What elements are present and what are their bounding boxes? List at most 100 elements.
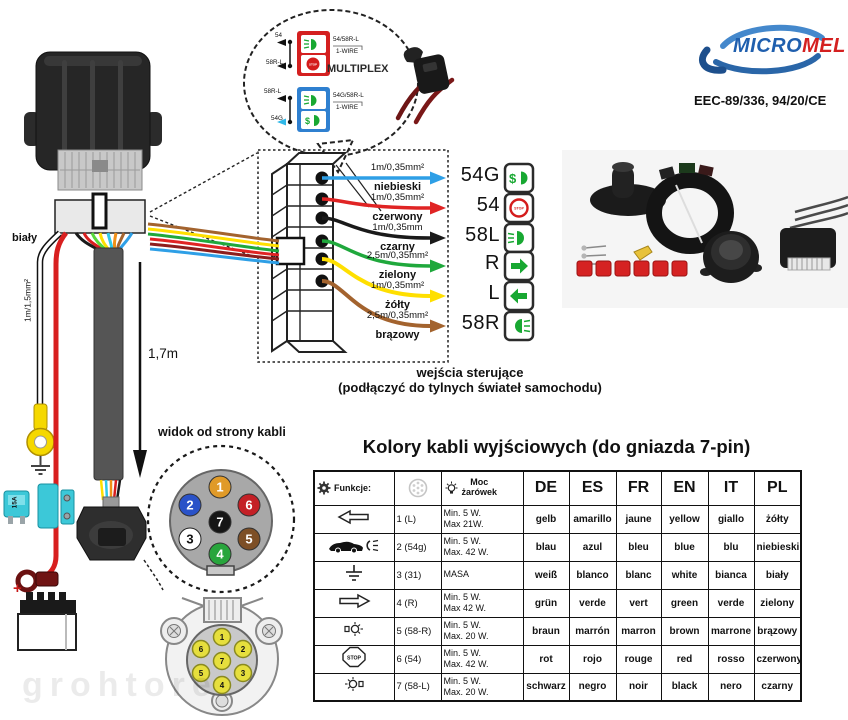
kit-photo	[562, 150, 848, 308]
watermark: grohtore	[22, 666, 218, 704]
svg-text:4: 4	[220, 681, 225, 690]
module-plug	[54, 192, 146, 234]
ground-wire-label: biały	[12, 232, 38, 244]
table-row: 1 (L) Min. 5 W.Max 21W. gelb amarillo ja…	[313, 504, 802, 534]
multiplex-title: MULTIPLEX	[327, 63, 389, 75]
svg-text:3: 3	[241, 669, 246, 678]
svg-text:$: $	[305, 116, 310, 126]
svg-text:$: $	[509, 171, 517, 186]
lang-header-de: DE	[522, 470, 570, 506]
wire-spec: 2,5m/0,35mm²	[366, 250, 429, 261]
battery-plus-label: +	[13, 580, 22, 597]
stop-sign-icon: STOP	[342, 646, 366, 667]
left-arrow-icon	[337, 509, 369, 524]
svg-text:5: 5	[245, 532, 252, 547]
mx-red-right-bottom: 1-WIRE	[336, 48, 359, 55]
svg-text:5: 5	[199, 669, 204, 678]
ground-symbol	[31, 456, 50, 475]
cable-colors-table: Funkcje: Moc żarówek DE ES FR EN IT PL 1…	[313, 470, 802, 702]
right-arrow-icon	[339, 593, 371, 608]
svg-text:6: 6	[245, 498, 252, 513]
input-wires	[147, 222, 280, 265]
gear-icon	[317, 481, 331, 495]
mx-red-left-bottom: 58R-L	[266, 59, 284, 66]
svg-text:4: 4	[216, 547, 224, 562]
red-splice-connectors	[576, 260, 688, 277]
fuse-holder	[37, 483, 75, 529]
svg-text:2: 2	[186, 498, 193, 513]
outputs-caption-2: (podłączyć do tylnych świateł samochodu)	[338, 380, 602, 395]
table-row: 5 (58-R) Min. 5 W.Max. 20 W. braun marró…	[313, 616, 802, 646]
tail-light-right-icon	[503, 310, 535, 342]
tail-lamp-icon	[344, 621, 364, 636]
length-arrow	[133, 262, 147, 478]
table-row: STOP 6 (54) Min. 5 W.Max. 42 W. rot rojo…	[313, 644, 802, 674]
mx-blue-left-top: 58R-L	[264, 88, 282, 95]
table-row: 4 (R) Min. 5 W.Max 42 W. grün verde vert…	[313, 588, 802, 618]
multiplex-lamp-icon	[303, 39, 310, 49]
svg-text:STOP: STOP	[514, 207, 524, 211]
table-title: Kolory kabli wyjściowych (do gniazda 7-p…	[362, 436, 751, 457]
functions-header: Funkcje:	[334, 483, 372, 494]
wire-spec: 1m/0,35mm²	[370, 192, 425, 203]
svg-text:STOP: STOP	[309, 62, 317, 66]
terminal-54g: 54G	[460, 164, 500, 186]
pin-view-caption: widok od strony kabli	[158, 425, 286, 439]
bulb-icon	[445, 481, 457, 494]
multiplex-stop-icon	[306, 57, 320, 71]
table-row: 3 (31) MASA weiß blanco blanc white bian…	[313, 560, 802, 590]
lang-header-fr: FR	[615, 470, 662, 506]
tail-lamp-icon	[345, 677, 364, 692]
wire-color-name: czerwony	[372, 211, 423, 223]
logo-micro: MICRO	[733, 35, 803, 57]
splice-connector-photo	[395, 47, 455, 125]
mx-red-left-top: 54	[275, 32, 283, 39]
socket-housing	[76, 477, 165, 591]
svg-text:7: 7	[216, 515, 223, 530]
wire-spec: 1m/0,35mm²	[370, 280, 425, 291]
terminal-block	[271, 152, 348, 353]
wire-color-name: brązowy	[375, 329, 420, 341]
table-row: 2 (54g) Min. 5 W.Max. 42 W. blau azul bl…	[313, 532, 802, 562]
svg-text:1: 1	[220, 633, 225, 642]
battery	[17, 592, 77, 651]
lang-header-pl: PL	[753, 470, 802, 506]
terminal-r: R	[485, 252, 500, 274]
terminal-58r: 58R	[461, 312, 500, 334]
wire-color-name: zielony	[378, 269, 417, 281]
terminal-l: L	[488, 282, 500, 304]
cable-length-label: 1,7m	[148, 346, 179, 361]
terminal-58l: 58L	[465, 224, 500, 246]
table-row: 7 (58-L) Min. 5 W.Max. 20 W. schwarz neg…	[313, 672, 802, 702]
stop-light-icon: STOP	[503, 192, 535, 224]
svg-text:2: 2	[241, 645, 246, 654]
wire-spec: 2,5m/0,35mm²	[366, 310, 429, 321]
ground-icon	[346, 564, 363, 581]
pin-view-circle: 1 2 6 7 3 5 4	[146, 444, 296, 594]
micromel-logo-swoosh	[699, 24, 825, 75]
certification-text: EEC-89/336, 94/20/CE	[694, 93, 827, 108]
mx-blue-left-bottom: 54G	[271, 115, 283, 122]
stop-text: STOP	[347, 655, 362, 661]
wire-spec: 1m/0,35mm	[372, 222, 423, 233]
lang-header-es: ES	[568, 470, 617, 506]
svg-text:1: 1	[216, 480, 223, 495]
table-header-row: Funkcje: Moc żarówek DE ES FR EN IT PL	[313, 470, 802, 506]
wire-color-name: czarny	[380, 241, 415, 253]
output-icons: $ STOP	[503, 162, 535, 342]
tail-light-left-icon	[503, 222, 535, 254]
main-cable-sleeve	[74, 232, 134, 501]
mx-blue-right-bottom: 1-WIRE	[336, 104, 359, 111]
output-wires	[321, 171, 446, 333]
terminal-dashed-box	[257, 149, 449, 363]
svg-text:7: 7	[220, 657, 225, 666]
ring-terminal	[26, 403, 55, 457]
wire-spec: 1m/0,35mm²	[370, 162, 425, 173]
battery-ring-terminal	[15, 569, 59, 593]
micromel-logo: MICROMEL	[733, 36, 846, 57]
wire-color-name: niebieski	[373, 181, 422, 193]
lang-header-en: EN	[660, 470, 709, 506]
fuse-rating-label: 15A	[11, 496, 19, 509]
